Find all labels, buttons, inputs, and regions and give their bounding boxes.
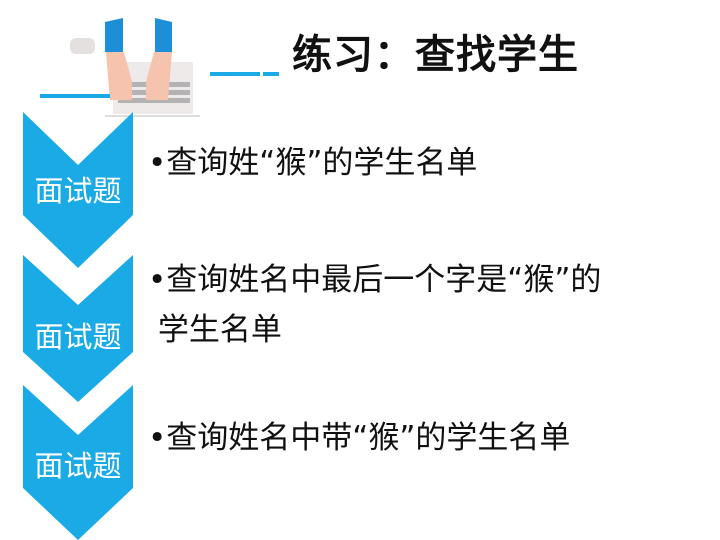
question-text: •查询姓“猴”的学生名单 bbox=[148, 145, 478, 181]
section-label: 面试题 bbox=[34, 320, 122, 354]
question-text-line1: •查询姓名中最后一个字是“猴”的 bbox=[148, 262, 602, 298]
chevrons bbox=[23, 112, 133, 540]
page-title: 练习：查找学生 bbox=[292, 32, 579, 78]
chevron-3 bbox=[23, 385, 133, 540]
hands-typing-keyboard-icon bbox=[40, 18, 279, 117]
section-label: 面试题 bbox=[34, 449, 122, 483]
question-text: •查询姓名中带“猴”的学生名单 bbox=[148, 420, 571, 456]
section-label: 面试题 bbox=[34, 174, 122, 208]
chevron-2 bbox=[23, 255, 133, 402]
question-text-line2: 学生名单 bbox=[148, 312, 282, 348]
chevron-1 bbox=[23, 112, 133, 268]
